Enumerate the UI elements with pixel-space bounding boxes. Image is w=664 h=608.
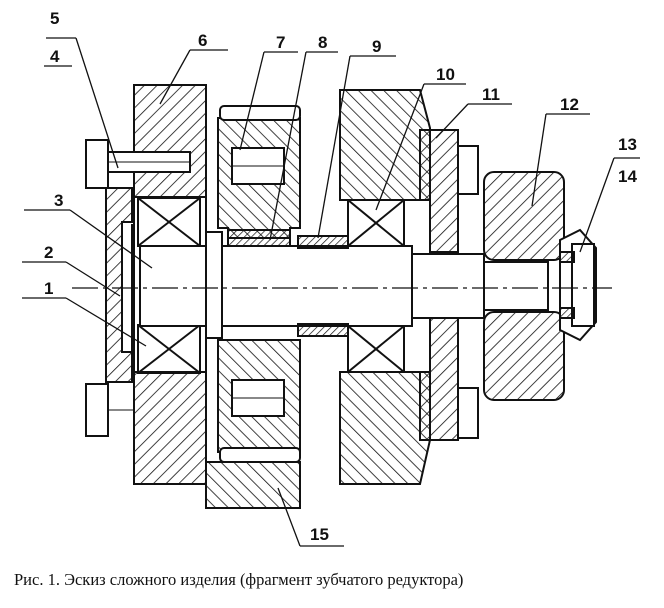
callout-6: 6 [198, 31, 207, 50]
bearing-cap [419, 129, 459, 441]
bolt-bottom-right [457, 387, 479, 439]
output-gear [483, 171, 565, 401]
callout-8: 8 [318, 33, 327, 52]
callout-11: 11 [482, 85, 500, 104]
shaft-collar [205, 231, 223, 339]
shaft-nut [559, 228, 597, 342]
callout-15: 15 [310, 525, 329, 544]
callout-4: 4 [50, 47, 60, 66]
callout-10: 10 [436, 65, 455, 84]
leader-lines [22, 37, 640, 547]
callout-5: 5 [50, 9, 59, 28]
callout-2: 2 [44, 243, 53, 262]
bolt-top-right [457, 145, 479, 195]
callout-9: 9 [372, 37, 381, 56]
left-housing-wall [133, 84, 207, 485]
callout-1: 1 [44, 279, 53, 298]
callout-12: 12 [560, 95, 579, 114]
left-bearing [137, 197, 201, 374]
central-gear [217, 105, 301, 463]
callout-3: 3 [54, 191, 63, 210]
figure-caption: Рис. 1. Эскиз сложного изделия (фрагмент… [14, 570, 464, 589]
callout-14: 14 [618, 167, 637, 186]
lower-carrier [205, 461, 301, 509]
callout-7: 7 [276, 33, 285, 52]
main-shaft [221, 245, 549, 327]
bolt-bottom-left [85, 383, 134, 437]
right-housing-wall [339, 89, 431, 485]
shaft-left-journal [139, 245, 215, 327]
bolt-top-left [85, 139, 191, 189]
right-bearing [347, 199, 405, 373]
callout-13: 13 [618, 135, 637, 154]
